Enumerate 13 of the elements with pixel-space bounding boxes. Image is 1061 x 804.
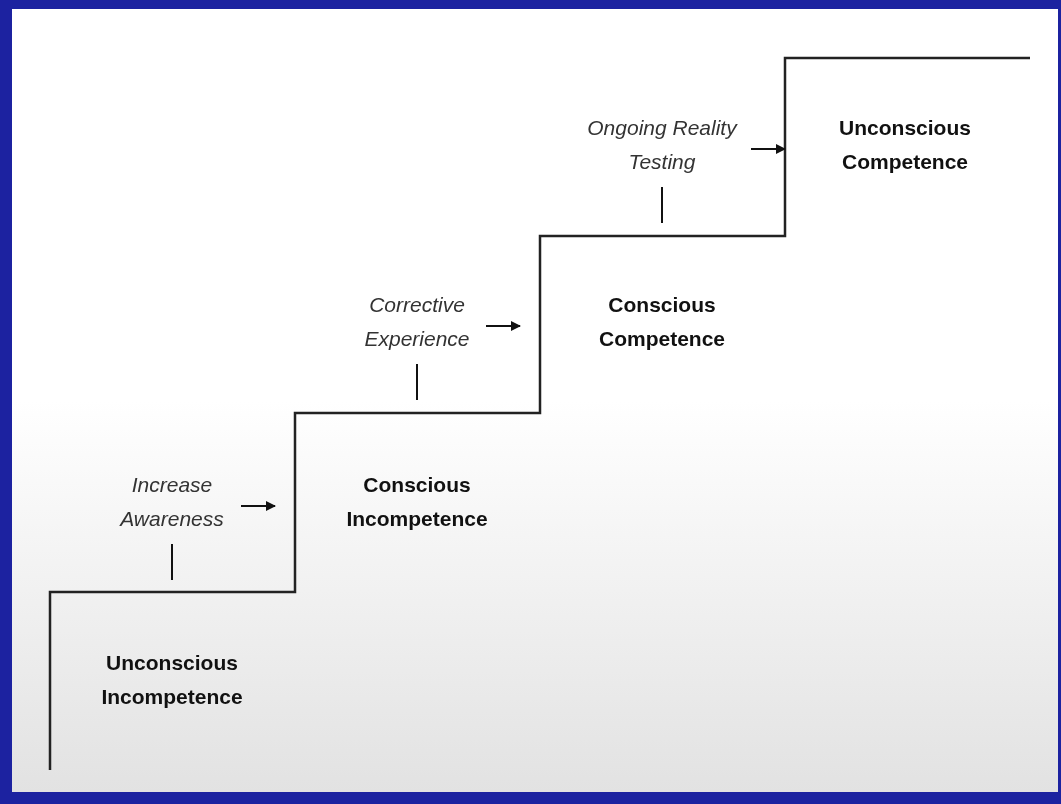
leader-line: [171, 543, 173, 581]
stage-label: Conscious Competence: [562, 288, 762, 356]
arrow: [485, 321, 521, 331]
arrow: [240, 501, 276, 511]
stage-label: Unconscious Competence: [805, 111, 1005, 179]
transition-label: Corrective Experience: [352, 288, 482, 356]
transition-label: Increase Awareness: [107, 468, 237, 536]
leader-line: [661, 186, 663, 224]
stage-label: Conscious Incompetence: [317, 468, 517, 536]
stage-label: Unconscious Incompetence: [72, 646, 272, 714]
arrow: [750, 144, 786, 154]
leader-line: [416, 363, 418, 401]
transition-label: Ongoing Reality Testing: [577, 111, 747, 179]
